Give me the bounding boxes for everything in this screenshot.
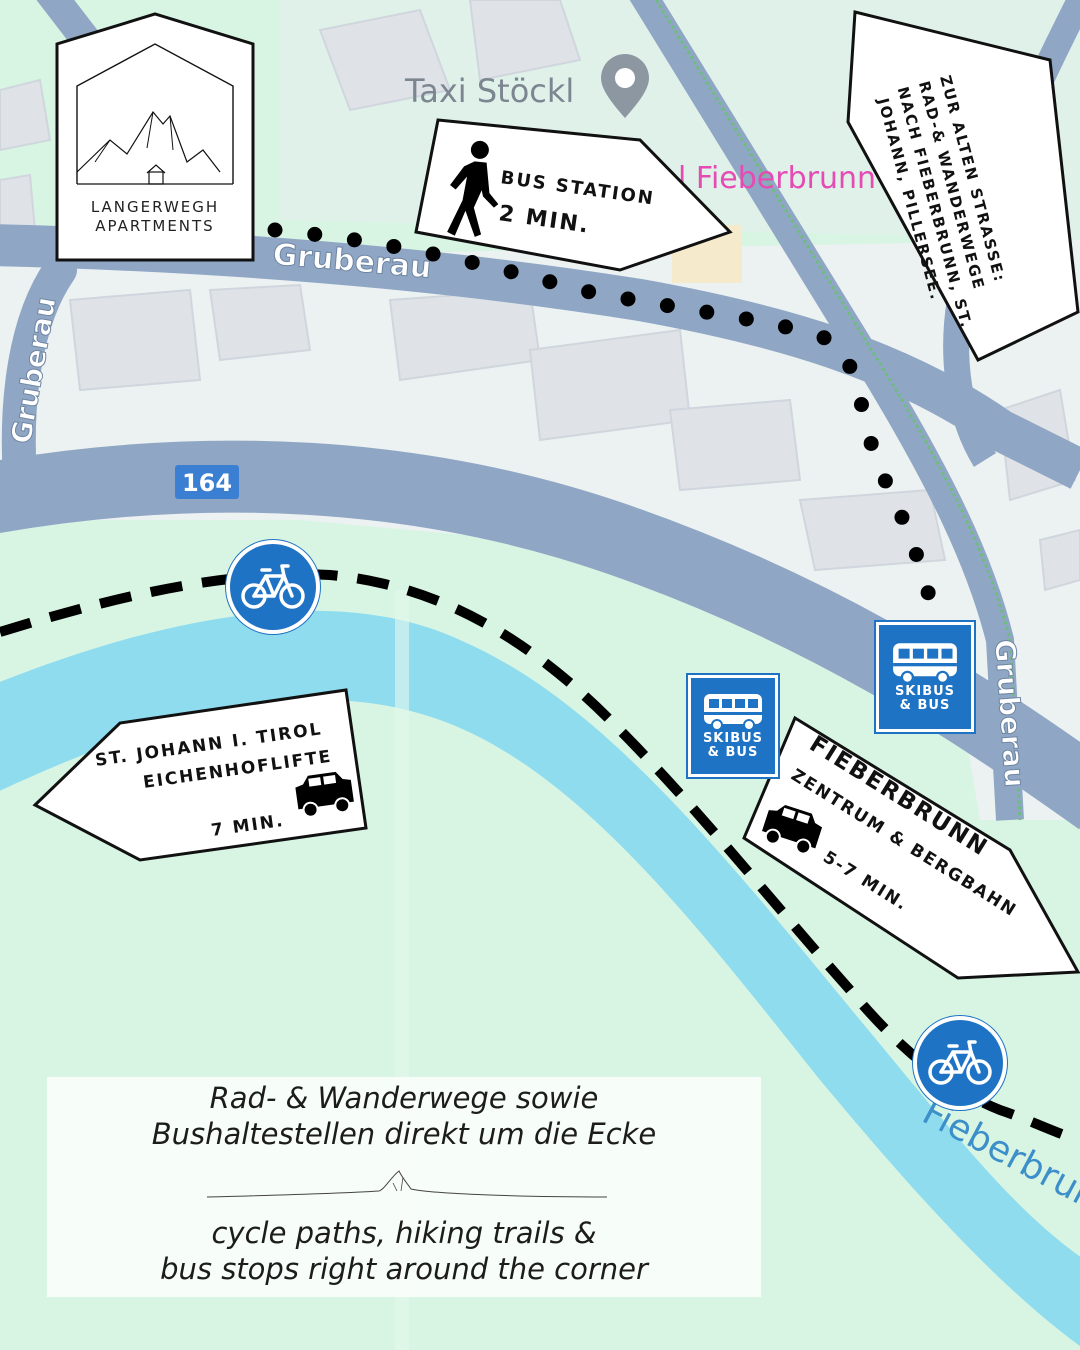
cycle-path-sign-1[interactable] [226, 540, 320, 634]
logo-text: LANGERWEGH APARTMENTS [55, 198, 255, 236]
caption-de-line1: Rad- & Wanderwege sowie [209, 1081, 599, 1115]
bicycle-icon [928, 1040, 992, 1085]
bus-icon [704, 694, 762, 731]
logo-line1: LANGERWEGH [90, 198, 220, 216]
bus-stop-sign-1[interactable]: SKIBUS & BUS [688, 675, 778, 777]
langerwegh-logo: LANGERWEGH APARTMENTS [55, 12, 255, 262]
cycle-path-sign-2[interactable] [913, 1016, 1007, 1110]
mountain-logo-icon [55, 12, 255, 262]
mountain-divider-icon [207, 1170, 607, 1198]
bus-icon [893, 643, 957, 684]
bus-stop-1-line1: SKIBUS [702, 731, 764, 746]
walking-route [267, 222, 938, 608]
bus-stop-sign-2[interactable]: SKIBUS & BUS [876, 622, 974, 732]
poi-pink-label: l Fieberbrunn [678, 161, 876, 196]
poi-taxi-label: Taxi Stöckl [404, 72, 574, 110]
road-number-label: 164 [182, 469, 232, 497]
caption-en-line1: cycle paths, hiking trails & [211, 1216, 597, 1250]
caption-de-line2: Bushaltestellen direkt um die Ecke [151, 1117, 657, 1151]
bicycle-icon [241, 564, 305, 609]
bus-stop-2-line2: & BUS [899, 698, 951, 713]
pin-icon[interactable] [601, 54, 649, 118]
caption-box: Rad- & Wanderwege sowie Bushaltestellen … [47, 1077, 761, 1297]
bus-stop-1-line2: & BUS [707, 745, 759, 760]
bus-stop-2-line1: SKIBUS [894, 684, 956, 699]
caption-en-line2: bus stops right around the corner [160, 1252, 648, 1286]
logo-line2: APARTMENTS [95, 217, 215, 235]
